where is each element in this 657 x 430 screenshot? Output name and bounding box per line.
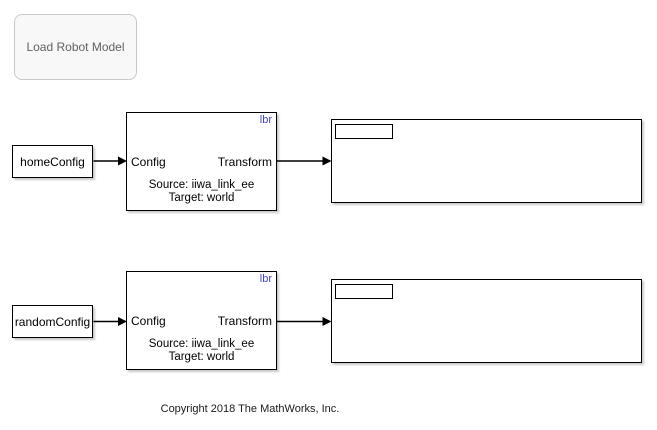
arrowhead-icon <box>118 156 127 166</box>
constant-block-label: randomConfig <box>14 314 91 329</box>
robot-param-label: lbr <box>259 114 272 126</box>
signal-wire[interactable] <box>277 317 332 326</box>
homeconfig-constant-block[interactable]: homeConfig <box>12 145 93 178</box>
load-robot-model-button[interactable]: Load Robot Model <box>14 14 137 80</box>
input-port-config[interactable]: Config <box>131 154 166 169</box>
target-text: Target: world <box>168 351 235 363</box>
source-target-note: Source: iiwa_link_ee Target: world <box>127 338 276 364</box>
get-transform-block[interactable]: lbr Config Transform Source: iiwa_link_e… <box>126 112 277 211</box>
copyright-text: Copyright 2018 The MathWorks, Inc. <box>160 403 340 415</box>
arrowhead-icon <box>118 317 127 326</box>
input-port-config[interactable]: Config <box>131 313 166 328</box>
signal-wire[interactable] <box>277 156 332 166</box>
signal-wire[interactable] <box>93 317 128 326</box>
source-target-note: Source: iiwa_link_ee Target: world <box>127 179 276 205</box>
source-text: Source: iiwa_link_ee <box>148 338 255 350</box>
display-block[interactable] <box>331 279 642 363</box>
target-text: Target: world <box>168 192 235 204</box>
output-port-transform[interactable]: Transform <box>217 313 272 328</box>
randomconfig-constant-block[interactable]: randomConfig <box>12 305 93 338</box>
display-block[interactable] <box>331 119 642 203</box>
arrowhead-icon <box>322 317 332 326</box>
load-robot-model-label: Load Robot Model <box>26 40 125 54</box>
signal-wire[interactable] <box>93 156 128 166</box>
get-transform-block[interactable]: lbr Config Transform Source: iiwa_link_e… <box>126 271 277 370</box>
robot-param-label: lbr <box>259 273 272 285</box>
arrowhead-icon <box>322 156 332 166</box>
display-value-field <box>335 284 393 299</box>
output-port-transform[interactable]: Transform <box>217 154 272 169</box>
constant-block-label: homeConfig <box>20 154 85 169</box>
display-value-field <box>335 124 393 139</box>
source-text: Source: iiwa_link_ee <box>148 179 255 191</box>
